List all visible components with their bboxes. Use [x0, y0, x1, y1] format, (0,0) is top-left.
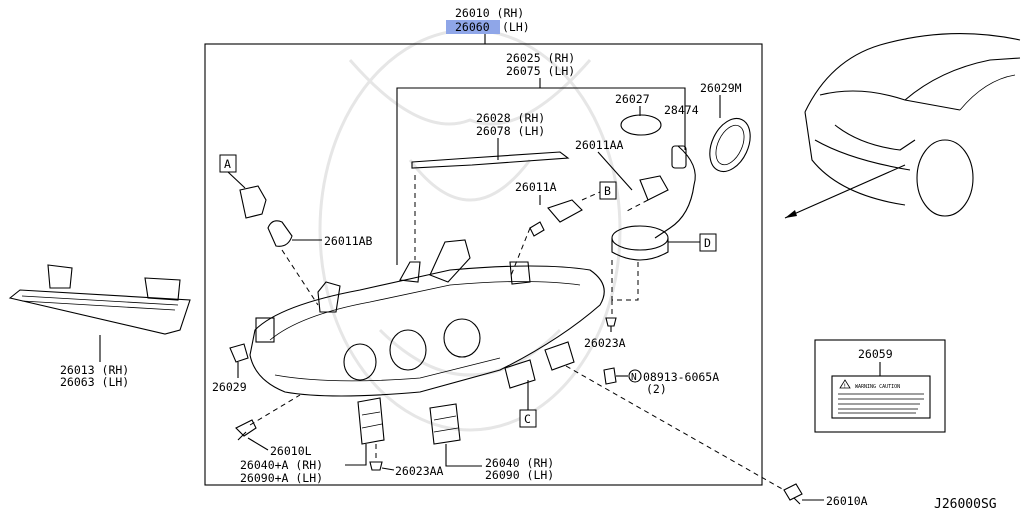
bulb-a-part: [547, 199, 583, 223]
bracket-left-lh-label[interactable]: 26090+A (LH): [240, 471, 323, 485]
warning-label-frame: [814, 339, 946, 433]
assembly-frame: [204, 43, 763, 486]
housing-bracket-line: [396, 87, 686, 265]
harness-wire-part: [654, 145, 696, 239]
warning-mini-text: WARNING CAUTION: [855, 384, 900, 390]
nut-code-label[interactable]: 08913-6065A: [643, 370, 719, 384]
socket-ab-part: [239, 185, 267, 219]
screw-a-part: [605, 317, 617, 332]
seal-label[interactable]: 26027: [615, 92, 650, 106]
callout-d-text: D: [704, 236, 711, 250]
bulb-socket-body: [611, 238, 669, 261]
bulb-aa-part: [639, 175, 669, 201]
callout-a-text: A: [224, 157, 231, 171]
lower-trim-lh-label[interactable]: 26063 (LH): [60, 375, 129, 389]
diagram-id: J26000SG: [934, 497, 997, 510]
bulb-a-label[interactable]: 26011A: [515, 180, 557, 194]
connector-bracket-part: [504, 359, 536, 389]
callout-c-text: C: [524, 412, 531, 426]
callout-b-box[interactable]: [599, 181, 617, 200]
mount-tab-mid: [399, 261, 421, 283]
bulb-aa-label[interactable]: 26011AA: [575, 138, 624, 152]
warning-triangle-icon: [839, 379, 851, 389]
screw-l-leader: [247, 437, 269, 451]
callout-b-text: B: [604, 184, 611, 198]
lower-trim-part: [8, 264, 191, 335]
screw-l-label[interactable]: 26010L: [270, 444, 312, 458]
bulb-ab-dash-line: [281, 249, 319, 306]
screw-aa-part: [369, 461, 383, 471]
mount-tab-right: [509, 261, 531, 285]
screw-10a-part: [783, 483, 803, 505]
title-lh-code[interactable]: 26060: [455, 20, 490, 34]
socket-29-label[interactable]: 26029: [212, 380, 247, 394]
screw-l-dash-line: [249, 394, 301, 426]
bulb-ab-label[interactable]: 26011AB: [324, 234, 373, 248]
harness-label[interactable]: 28474: [664, 103, 699, 117]
screw-a-label[interactable]: 26023A: [584, 336, 626, 350]
socket-29-part: [229, 343, 249, 363]
screw-aa-leader: [381, 467, 395, 471]
nut-qty-label: (2): [646, 382, 667, 396]
nut-symbol-text: N: [631, 372, 637, 383]
warning-label-code[interactable]: 26059: [858, 347, 893, 361]
bulb-aa-leader-line: [597, 151, 633, 191]
bulb-a-small-part: [529, 221, 545, 237]
bulb-aa-dash-line: [624, 199, 649, 213]
bracket-left-detail: [361, 411, 383, 429]
bulb-a-dash-line: [509, 227, 531, 279]
watermark-logo: [318, 28, 622, 432]
bracket-right-rh-label[interactable]: 26040 (RH): [485, 456, 554, 470]
lower-trim-rh-label[interactable]: 26013 (RH): [60, 363, 129, 377]
cap-part: [709, 117, 751, 173]
warning-text-lines: [838, 393, 924, 414]
reflector-1: [343, 343, 377, 381]
car-pointer-arrow: [784, 164, 906, 219]
title-lh-highlight: [446, 20, 500, 34]
reflector-2: [389, 329, 427, 371]
callout-a-leader: [227, 171, 246, 189]
mount-tab-top: [429, 239, 471, 283]
screw-l-part: [235, 419, 257, 441]
seal-ring-part: [620, 114, 662, 136]
bulb-ab-part: [267, 220, 293, 247]
screw-aa-label[interactable]: 26023AA: [395, 464, 444, 478]
title-lh-suffix: (LH): [502, 20, 530, 34]
clip-nut-part: [603, 367, 617, 385]
callout-d-box[interactable]: [699, 233, 717, 252]
cap-inner-ring: [715, 124, 745, 166]
warning-symbol-text: !: [843, 383, 847, 390]
title-rh-label[interactable]: 26010 (RH): [455, 6, 524, 20]
warning-sticker-part: [831, 375, 931, 419]
bracket-right-lh-label[interactable]: 26090 (LH): [485, 468, 554, 482]
bracket-left-rh-label[interactable]: 26040+A (RH): [240, 458, 323, 472]
strip-lh-label[interactable]: 26078 (LH): [476, 124, 545, 138]
bracket-left-leader: [345, 444, 367, 466]
bracket-right-leader: [445, 444, 482, 467]
bracket-right-detail: [433, 415, 459, 433]
connector-bracket-part-2: [544, 341, 575, 371]
screw-10a-dash-line: [565, 365, 785, 491]
socket-dash-box: [611, 260, 639, 301]
bracket-right-part: [429, 403, 461, 445]
mount-tab-side: [255, 317, 275, 343]
callout-b-leader: [581, 191, 601, 201]
car-pointer-arrowhead: [785, 210, 797, 218]
screw-10a-label[interactable]: 26010A: [826, 494, 868, 508]
lens-strip-part: [411, 151, 570, 169]
mount-tab-left: [317, 281, 341, 313]
callout-c-box[interactable]: [519, 409, 537, 428]
reflector-3: [443, 318, 481, 358]
car-illustration: [804, 33, 1021, 217]
bracket-left-part: [357, 397, 385, 445]
housing-rh-label[interactable]: 26025 (RH): [506, 51, 575, 65]
housing-lh-label[interactable]: 26075 (LH): [506, 64, 575, 78]
strip-rh-label[interactable]: 26028 (RH): [476, 111, 545, 125]
cap-label[interactable]: 26029M: [700, 81, 742, 95]
harness-connector-part: [671, 145, 687, 169]
headlamp-body-part: [249, 239, 605, 397]
nut-symbol-circle: [628, 369, 642, 383]
